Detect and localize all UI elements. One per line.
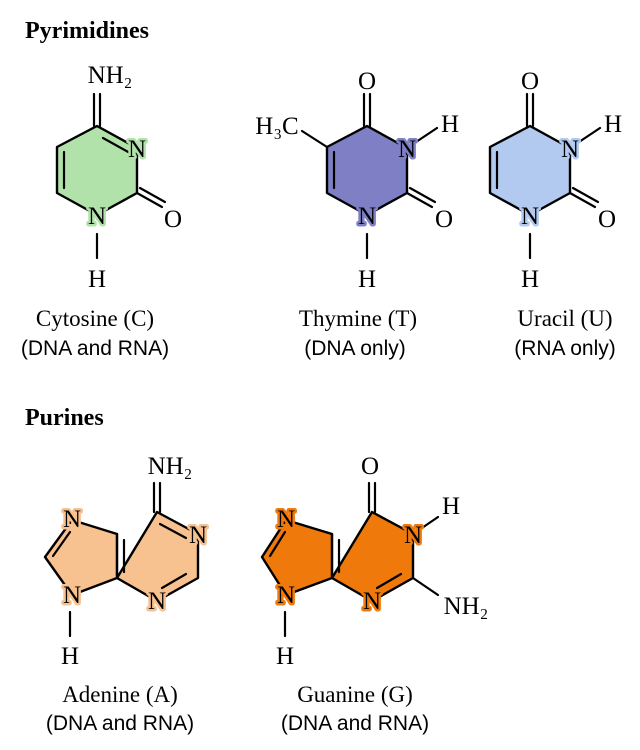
hydrogen-label: H: [442, 493, 460, 520]
uracil-name: Uracil (U): [517, 306, 612, 331]
guanine-occurrence: (DNA and RNA): [281, 712, 429, 735]
purines-heading: Purines: [25, 405, 104, 431]
cytosine-structure: NH₂ N N O H: [55, 60, 185, 296]
oxygen-label: O: [521, 68, 539, 95]
hydrogen-label: H: [358, 266, 376, 293]
thymine-occurrence: (DNA only): [304, 337, 406, 360]
hydrogen-label: H: [61, 643, 79, 670]
nitrogen-label: N: [63, 506, 81, 533]
methyl-group-label: H₃C: [255, 113, 298, 140]
guanine-name: Guanine (G): [297, 682, 413, 707]
adenine-structure: NH₂ N N N N H: [43, 451, 210, 673]
guanine-structure: O N N H N N NH₂ H: [260, 451, 491, 673]
nitrogen-label: N: [277, 582, 295, 609]
hydrogen-label: H: [276, 643, 294, 670]
nitrogen-label: N: [561, 136, 579, 163]
pyrimidines-heading: Pyrimidines: [25, 18, 149, 44]
thymine-structure: O H₃C N H N O H: [253, 66, 462, 296]
nitrogen-label: N: [404, 522, 422, 549]
oxygen-label: O: [598, 206, 616, 233]
hydrogen-label: H: [88, 266, 106, 293]
hydrogen-label: H: [604, 111, 622, 138]
adenine-name: Adenine (A): [62, 682, 178, 707]
thymine-name: Thymine (T): [299, 306, 417, 331]
nitrogen-label: N: [189, 522, 207, 549]
cytosine-occurrence: (DNA and RNA): [21, 337, 169, 360]
oxygen-label: O: [361, 453, 379, 480]
adenine-occurrence: (DNA and RNA): [46, 712, 194, 735]
nitrogen-label: N: [63, 582, 81, 609]
cytosine-name: Cytosine (C): [36, 306, 154, 331]
nitrogen-label: N: [358, 203, 376, 230]
nitrogen-label: N: [277, 506, 295, 533]
nitrogen-label: N: [521, 203, 539, 230]
amino-group-label: NH₂: [88, 62, 133, 89]
uracil-occurrence: (RNA only): [514, 337, 616, 360]
oxygen-label: O: [435, 206, 453, 233]
oxygen-label: O: [164, 206, 182, 233]
nitrogen-label: N: [363, 588, 381, 615]
amino-group-label: NH₂: [444, 593, 489, 620]
hydrogen-label: H: [441, 111, 459, 138]
oxygen-label: O: [358, 68, 376, 95]
nitrogen-label: N: [398, 136, 416, 163]
nitrogen-label: N: [88, 203, 106, 230]
amino-group-label: NH₂: [148, 453, 193, 480]
nitrogen-label: N: [128, 136, 146, 163]
nitrogen-label: N: [148, 588, 166, 615]
hydrogen-label: H: [521, 266, 539, 293]
uracil-structure: O N H N O H: [488, 66, 625, 296]
